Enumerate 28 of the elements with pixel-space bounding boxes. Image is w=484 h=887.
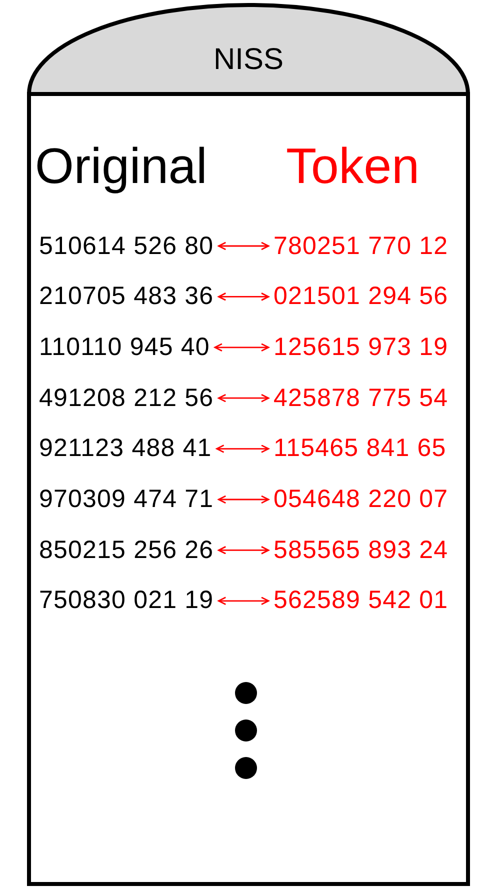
column-heading: Token <box>286 141 420 191</box>
original-value: 750830 021 19 <box>34 588 219 614</box>
double-arrow <box>218 546 270 554</box>
token-value: 115465 841 65 <box>268 436 452 462</box>
original-value: 510614 526 80 <box>34 234 219 258</box>
double-arrow <box>214 343 270 352</box>
token-value: 780251 770 12 <box>268 234 454 258</box>
original-value: 921123 488 41 <box>34 436 217 462</box>
token-value: 125615 973 19 <box>268 334 454 360</box>
original-value: 491208 212 56 <box>34 386 219 411</box>
panel-title: NISS <box>213 45 284 75</box>
original-value: 970309 474 71 <box>34 487 219 512</box>
column-heading: Original <box>35 141 208 191</box>
token-value: 425878 775 54 <box>268 386 454 411</box>
token-value: 054648 220 07 <box>268 487 454 512</box>
double-arrow <box>218 394 270 402</box>
token-value: 562589 542 01 <box>268 588 454 614</box>
double-arrow <box>216 444 270 453</box>
vault-panel <box>27 3 470 886</box>
original-value: 210705 483 36 <box>34 284 219 310</box>
double-arrow <box>218 242 270 250</box>
original-value: 850215 256 26 <box>34 538 219 563</box>
original-value: 110110 945 40 <box>34 334 215 360</box>
token-value: 021501 294 56 <box>268 284 454 310</box>
double-arrow <box>218 292 270 301</box>
double-arrow <box>218 495 270 504</box>
double-arrow <box>218 596 270 606</box>
token-value: 585565 893 24 <box>268 538 454 563</box>
